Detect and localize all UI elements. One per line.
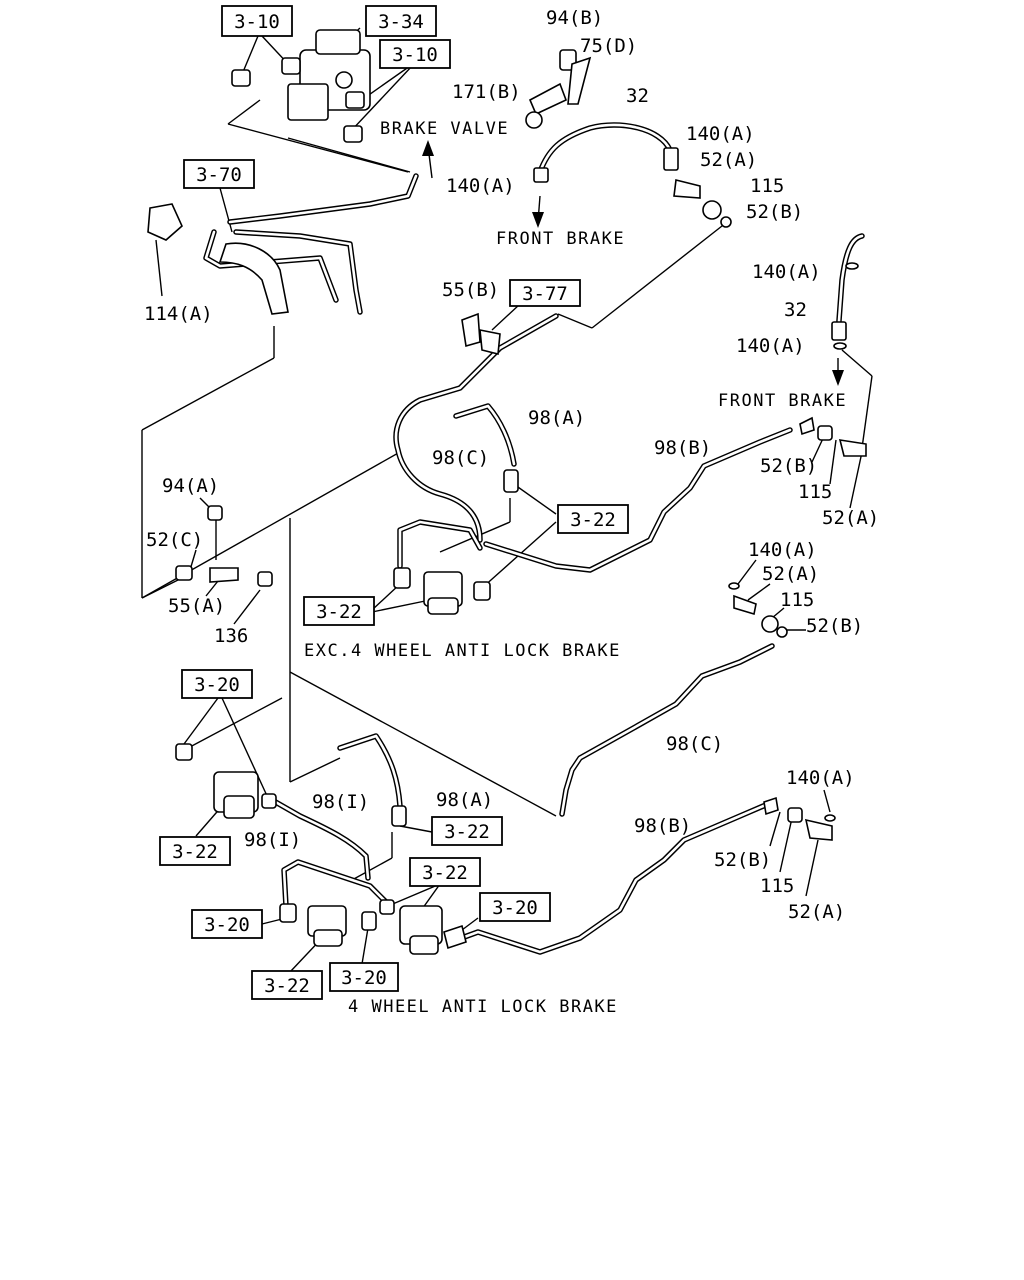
label-52a-2: 52(A): [822, 507, 879, 529]
label-32-right: 32: [784, 299, 807, 321]
label-52b-1: 52(B): [746, 201, 803, 223]
label-115-3: 115: [780, 589, 814, 611]
label-94b: 94(B): [546, 7, 603, 29]
label-98b-1: 98(B): [654, 437, 711, 459]
label-55a: 55(A): [168, 595, 225, 617]
label-98a-1: 98(A): [528, 407, 585, 429]
label-98b-2: 98(B): [634, 815, 691, 837]
label-115-1: 115: [750, 175, 784, 197]
ref-label: 3-22: [570, 509, 616, 531]
label-98a-2: 98(A): [436, 789, 493, 811]
ref-box-3-22-c: 3-22: [431, 816, 503, 846]
abs-modulator-icon: [213, 771, 259, 819]
brake-valve-icon: [287, 29, 371, 121]
ref-box-3-10-b: 3-10: [379, 39, 451, 69]
label-140a-2: 140(A): [446, 175, 515, 197]
brake-pipes: [203, 122, 865, 955]
label-52b-4: 52(B): [714, 849, 771, 871]
ref-box-3-20-c: 3-20: [191, 909, 263, 939]
caption-abs: 4 WHEEL ANTI LOCK BRAKE: [348, 997, 618, 1017]
lower-proportioning-valve-icon: [307, 905, 347, 947]
label-75d: 75(D): [580, 35, 637, 57]
label-52c: 52(C): [146, 529, 203, 551]
brake-pedal-bracket-icon: [147, 203, 289, 315]
label-140a-4: 140(A): [736, 335, 805, 357]
ref-box-3-22-b: 3-22: [303, 596, 375, 626]
ref-box-3-22-e: 3-22: [409, 857, 481, 887]
abs-unit-icon: [399, 905, 443, 955]
ref-box-3-10-a: 3-10: [221, 5, 293, 37]
captions: BRAKE VALVE FRONT BRAKE FRONT BRAKE EXC.…: [304, 119, 847, 1017]
part-shapes: [147, 29, 867, 955]
ref-box-3-34: 3-34: [365, 5, 437, 37]
label-52a-3: 52(A): [762, 563, 819, 585]
label-55b: 55(B): [442, 279, 499, 301]
ref-label: 3-20: [204, 914, 250, 936]
label-32-top: 32: [626, 85, 649, 107]
label-140a-6: 140(A): [786, 767, 855, 789]
label-52a-1: 52(A): [700, 149, 757, 171]
label-52b-2: 52(B): [760, 455, 817, 477]
caption-exc-abs: EXC.4 WHEEL ANTI LOCK BRAKE: [304, 641, 621, 661]
proportioning-valve-icon: [423, 571, 463, 615]
ref-box-3-77: 3-77: [509, 279, 581, 307]
ref-label: 3-34: [378, 11, 424, 33]
ref-box-3-22-a: 3-22: [557, 504, 629, 534]
ref-label: 3-22: [444, 821, 490, 843]
ref-label: 3-70: [196, 164, 242, 186]
label-98c-1: 98(C): [432, 447, 489, 469]
ref-label: 3-10: [234, 11, 280, 33]
label-140a-5: 140(A): [748, 539, 817, 561]
label-140a-1: 140(A): [686, 123, 755, 145]
ref-label: 3-22: [316, 601, 362, 623]
label-140a-3: 140(A): [752, 261, 821, 283]
label-171b: 171(B): [452, 81, 521, 103]
ref-label: 3-10: [392, 44, 438, 66]
part-labels: 94(B) 75(D) 171(B) 32 140(A) 52(A) 140(A…: [144, 7, 879, 923]
ref-label: 3-22: [264, 975, 310, 997]
label-98i-1: 98(I): [312, 791, 369, 813]
caption-brake-valve: BRAKE VALVE: [380, 119, 509, 139]
ref-label: 3-20: [492, 897, 538, 919]
ref-box-3-20-d: 3-20: [329, 962, 399, 992]
label-94a: 94(A): [162, 475, 219, 497]
ref-box-3-20-b: 3-20: [479, 892, 551, 922]
label-114a: 114(A): [144, 303, 213, 325]
ref-label: 3-20: [194, 674, 240, 696]
caption-front-brake-2: FRONT BRAKE: [718, 391, 847, 411]
ref-box-3-22-f: 3-22: [251, 970, 323, 1000]
ref-label: 3-22: [172, 841, 218, 863]
label-136: 136: [214, 625, 248, 647]
ref-box-3-70: 3-70: [183, 159, 255, 189]
label-52a-4: 52(A): [788, 901, 845, 923]
ref-label: 3-77: [522, 283, 568, 305]
label-98c-2: 98(C): [666, 733, 723, 755]
caption-front-brake-1: FRONT BRAKE: [496, 229, 625, 249]
label-115-4: 115: [760, 875, 794, 897]
ref-box-3-20-a: 3-20: [181, 669, 253, 699]
label-52b-3: 52(B): [806, 615, 863, 637]
label-115-2: 115: [798, 481, 832, 503]
label-98i-2: 98(I): [244, 829, 301, 851]
boxed-references: 3-10 3-34 3-10 3-70 3-77 3-22 3-22 3-20: [159, 5, 629, 1000]
ref-label: 3-22: [422, 862, 468, 884]
ref-label: 3-20: [341, 967, 387, 989]
ref-box-3-22-d: 3-22: [159, 836, 231, 866]
